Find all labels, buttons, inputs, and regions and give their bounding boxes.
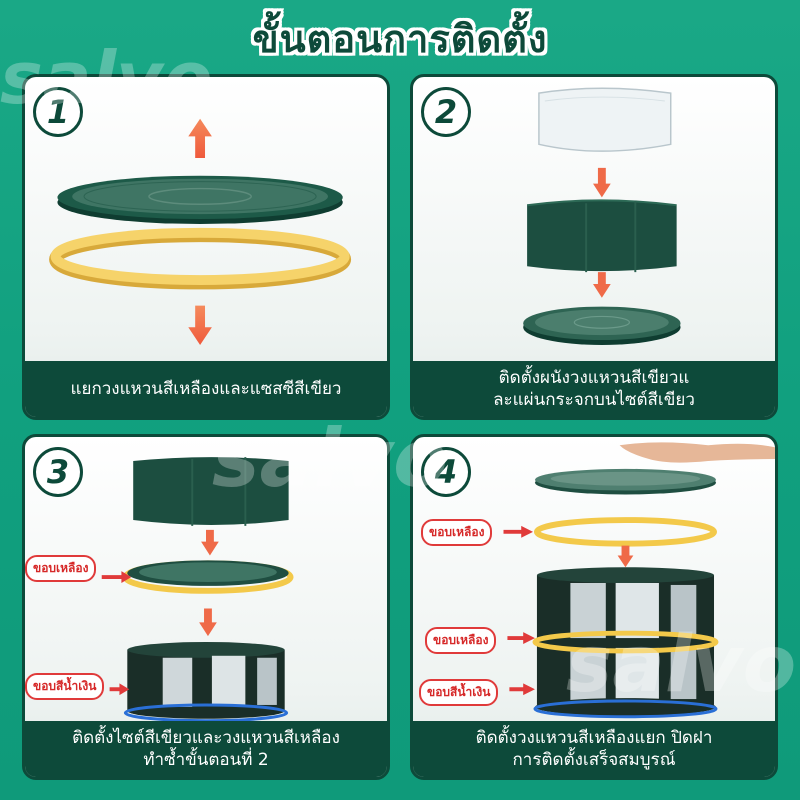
- step-number-badge: 4: [421, 447, 471, 497]
- step-caption: ติดตั้งไซต์สีเขียวและวงแหวนสีเหลือง ทำซ้…: [25, 721, 387, 777]
- step-3-illustration: [101, 457, 294, 723]
- step-1-illustration: [49, 118, 352, 345]
- step-4-illustration: [503, 442, 775, 719]
- label-pointer-arrow-icon: [509, 683, 535, 696]
- step-card-4: 4: [410, 434, 778, 780]
- assembled-drum-icon: [123, 642, 289, 723]
- arrow-down-icon: [199, 608, 217, 637]
- arrow-up-icon: [188, 118, 212, 159]
- label-pointer-arrow-icon: [101, 571, 132, 583]
- blue-rim-label: ขอบสีน้ำเงิน: [25, 673, 105, 700]
- blue-rim-label: ขอบสีน้ำเงิน: [419, 679, 499, 706]
- yellow-rim-label: ขอบเหลือง: [425, 627, 497, 654]
- green-wall-icon: [133, 457, 289, 526]
- yellow-ring-icon: [49, 227, 352, 290]
- stacked-drums-icon: [532, 567, 719, 719]
- step-card-1: 1 แยกวงแหวนสีเหลืองและแซสซีสีเขียว: [22, 74, 390, 420]
- yellow-rim-label: ขอบเหลือง: [421, 519, 493, 546]
- green-lid-icon: [57, 175, 343, 224]
- clear-sheet-icon: [538, 87, 672, 152]
- yellow-ring-icon: [533, 517, 717, 547]
- label-pointer-arrow-icon: [503, 525, 534, 538]
- page-title: ขั้นตอนการติดตั้ง: [252, 17, 548, 61]
- hand-icon: [619, 442, 775, 463]
- step-caption: ติดตั้งผนังวงแหวนสีเขียวแ ละแผ่นกระจกบนไ…: [413, 361, 775, 417]
- step-number-badge: 1: [33, 87, 83, 137]
- step-card-3: 3: [22, 434, 390, 780]
- green-base-icon: [523, 306, 681, 345]
- arrow-down-icon: [617, 545, 634, 568]
- step-number-badge: 3: [33, 447, 83, 497]
- label-pointer-arrow-icon: [109, 683, 130, 696]
- yellow-rim-label: ขอบเหลือง: [25, 555, 97, 582]
- step-caption: แยกวงแหวนสีเหลืองและแซสซีสีเขียว: [25, 361, 387, 417]
- arrow-down-icon: [201, 529, 219, 556]
- label-pointer-arrow-icon: [507, 632, 535, 644]
- arrow-down-icon: [593, 167, 611, 198]
- arrow-down-icon: [188, 305, 212, 345]
- step-2-illustration: [523, 87, 681, 345]
- step-caption: ติดตั้งวงแหวนสีเหลืองแยก ปิดฝา การติดตั้…: [413, 721, 775, 777]
- arrow-down-icon: [593, 272, 611, 298]
- green-lid-icon: [534, 468, 716, 495]
- green-base-yellow-rim-icon: [122, 560, 294, 594]
- step-card-2: 2 ติดตั้งผนังวงแหวนสีเขียวแ: [410, 74, 778, 420]
- step-number-badge: 2: [421, 87, 471, 137]
- green-wall-icon: [526, 199, 677, 273]
